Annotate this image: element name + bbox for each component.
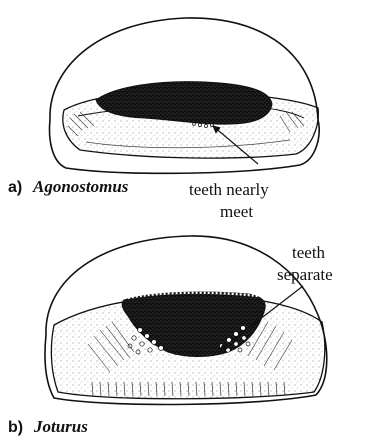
panel-b-callout-line1: teeth [292, 243, 326, 262]
panel-b-callout-line2: separate [277, 265, 333, 284]
panel-a-callout-line1: teeth nearly [189, 180, 269, 199]
panel-b-head-drawing [45, 236, 327, 405]
panel-b-genus: Joturus [33, 417, 88, 436]
panel-b-letter: b) [8, 419, 23, 436]
panel-a-callout-line2: meet [220, 202, 253, 221]
panel-a-letter: a) [8, 179, 22, 196]
panel-a-genus: Agonostomus [32, 177, 129, 196]
panel-a-head-drawing [50, 18, 320, 173]
